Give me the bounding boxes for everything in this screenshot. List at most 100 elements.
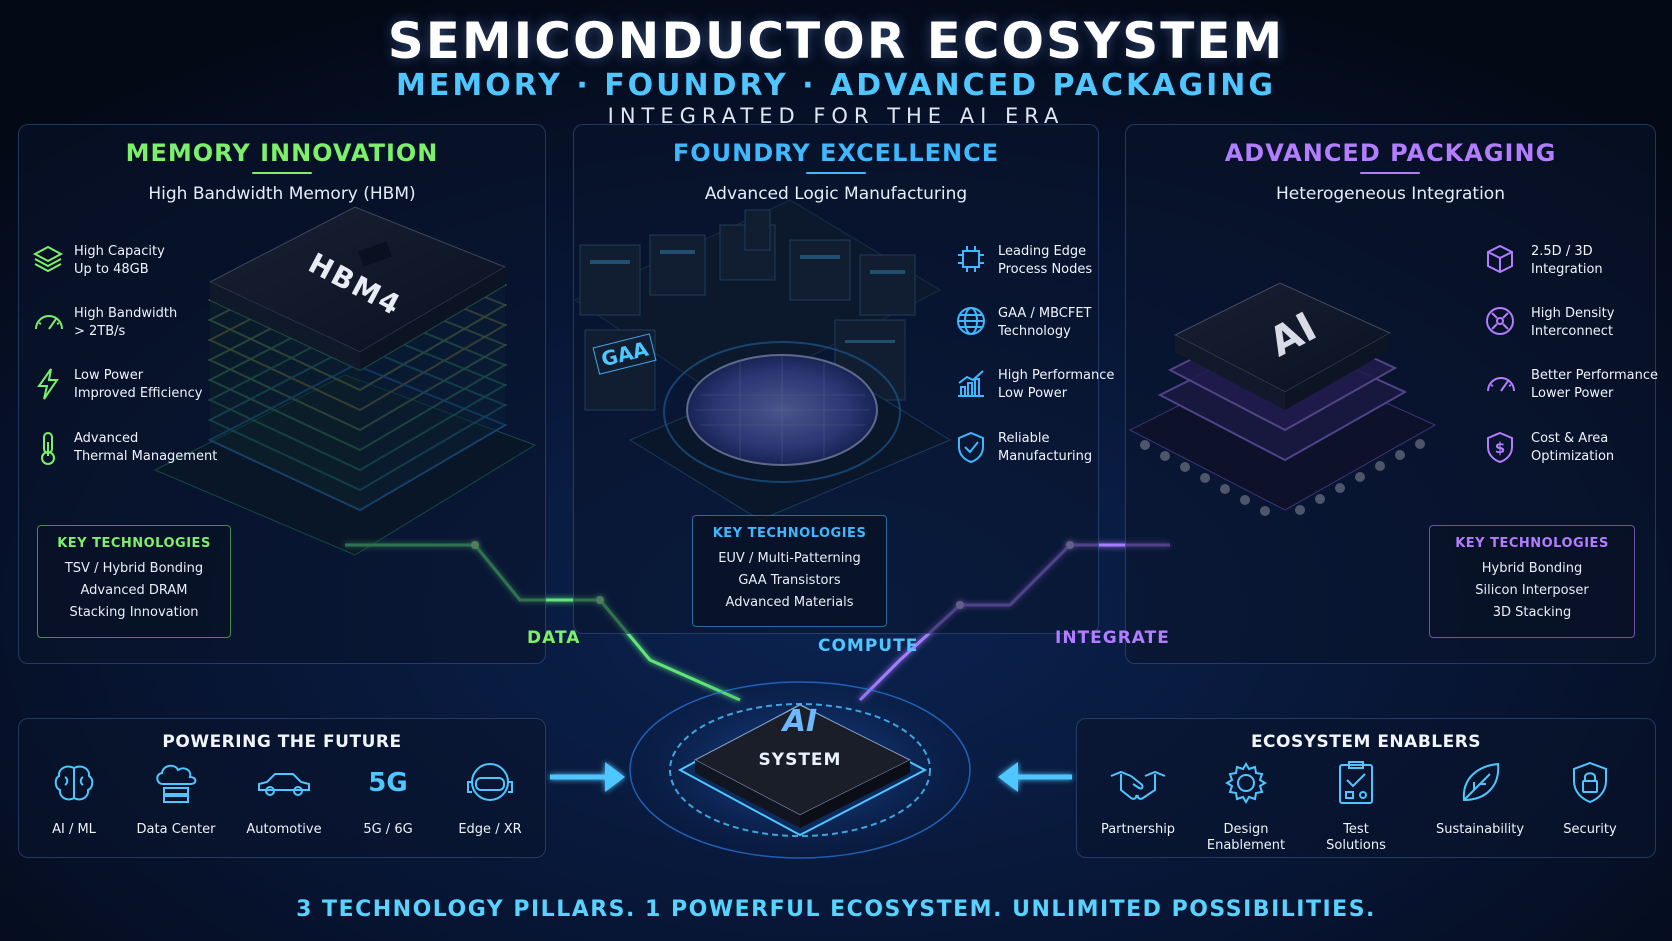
left-arrow-icon <box>550 762 625 792</box>
enabler-label: Sustainability <box>1435 822 1525 837</box>
key-tech-title: KEY TECHNOLOGIES <box>57 536 211 551</box>
powering-item-ai-ml: AI / ML <box>28 760 120 840</box>
layers-icon <box>32 245 64 273</box>
feature-title: Leading Edge <box>998 244 1087 259</box>
handshake-icon <box>1110 770 1166 800</box>
chip-icon <box>958 246 984 272</box>
feature-detail: > 2TB/s <box>74 324 126 339</box>
foundry-key-technologies: KEY TECHNOLOGIES EUV / Multi-Patterning … <box>692 515 887 627</box>
hub-logo: AI <box>782 704 818 739</box>
powering-label: 5G / 6G <box>363 822 413 837</box>
feature-detail: Improved Efficiency <box>74 386 203 401</box>
powering-panel: POWERING THE FUTURE <box>18 718 546 858</box>
footer-tagline: 3 TECHNOLOGY PILLARS. 1 POWERFUL ECOSYST… <box>296 897 1376 922</box>
dollar-icon: $ <box>1487 431 1513 464</box>
feature-title: Reliable <box>998 431 1050 446</box>
foundry-title: FOUNDRY EXCELLENCE <box>672 139 1000 167</box>
packaging-subtitle: Heterogeneous Integration <box>1276 184 1505 204</box>
5g-icon: 5G <box>368 768 408 798</box>
integrate-flow-label: INTEGRATE <box>1055 628 1170 648</box>
packaging-panel <box>1125 124 1656 664</box>
powering-label: AI / ML <box>52 822 96 837</box>
svg-text:$: $ <box>1495 439 1505 457</box>
memory-key-technologies: KEY TECHNOLOGIES TSV / Hybrid Bonding Ad… <box>37 525 231 638</box>
key-tech-item: Silicon Interposer <box>1475 583 1589 598</box>
key-tech-title: KEY TECHNOLOGIES <box>712 526 867 541</box>
key-tech-item: Advanced Materials <box>725 595 854 610</box>
key-tech-item: GAA Transistors <box>738 573 841 588</box>
enabler-item-security: Security <box>1540 760 1640 852</box>
packaging-key-technologies: KEY TECHNOLOGIES Hybrid Bonding Silicon … <box>1429 525 1635 638</box>
leaf-icon <box>1462 762 1500 802</box>
shield-lock-icon <box>1573 761 1607 804</box>
clipboard-check-icon <box>1339 761 1373 804</box>
speedometer-icon <box>35 315 63 330</box>
feature-title: High Capacity <box>74 244 165 259</box>
brain-icon <box>54 765 94 801</box>
packaging-title: ADVANCED PACKAGING <box>1224 139 1557 167</box>
key-tech-item: TSV / Hybrid Bonding <box>64 561 204 576</box>
feature-detail: Manufacturing <box>998 449 1093 464</box>
car-icon <box>258 773 310 796</box>
foundry-subtitle: Advanced Logic Manufacturing <box>704 184 968 204</box>
gear-icon <box>1225 762 1267 804</box>
feature-detail: Interconnect <box>1531 324 1614 339</box>
feature-title: Advanced <box>74 431 139 446</box>
powering-label: Data Center <box>136 822 216 837</box>
feature-detail: Integration <box>1531 262 1603 277</box>
feature-title: Low Power <box>74 368 144 383</box>
enablers-panel: ECOSYSTEM ENABLERS <box>1076 718 1656 858</box>
feature-detail: Thermal Management <box>74 449 218 464</box>
packaging-title-underline <box>1360 172 1420 174</box>
globe-grid-icon <box>957 307 985 335</box>
feature-title: High Density <box>1531 306 1615 321</box>
chart-rising-icon <box>958 370 984 397</box>
powering-label: Automotive <box>246 822 322 837</box>
right-arrow-icon <box>998 762 1072 792</box>
feature-detail: Low Power <box>998 386 1068 401</box>
foundry-title-underline <box>806 172 866 174</box>
enabler-label: Partnership <box>1100 822 1176 837</box>
powering-label: Edge / XR <box>458 822 522 837</box>
powering-item-edge-xr: Edge / XR <box>444 760 536 840</box>
vr-headset-icon <box>467 763 513 801</box>
enabler-item-partnership: Partnership <box>1088 760 1188 852</box>
feature-detail: Technology <box>998 324 1071 339</box>
powering-title: POWERING THE FUTURE <box>162 732 402 752</box>
key-tech-item: EUV / Multi-Patterning <box>718 551 861 566</box>
feature-detail: Optimization <box>1531 449 1615 464</box>
gauge-icon <box>1487 377 1515 392</box>
shield-check-icon <box>958 431 984 464</box>
key-tech-title: KEY TECHNOLOGIES <box>1455 536 1609 551</box>
key-tech-item: Stacking Innovation <box>69 605 199 620</box>
data-flow-label: DATA <box>527 628 581 648</box>
page-title: SEMICONDUCTOR ECOSYSTEM <box>387 12 1285 70</box>
feature-title: High Performance <box>998 368 1115 383</box>
thermometer-icon <box>41 432 55 465</box>
enabler-item-sustainability: Sustainability <box>1430 760 1530 852</box>
cube-icon <box>1487 244 1513 274</box>
compute-flow-label: COMPUTE <box>818 636 919 656</box>
ai-system-hub <box>610 670 990 870</box>
feature-title: Cost & Area <box>1531 431 1609 446</box>
lightning-icon <box>37 368 59 400</box>
hub-label: SYSTEM <box>758 750 842 770</box>
powering-item-automotive: Automotive <box>238 760 330 840</box>
feature-title: GAA / MBCFET <box>998 306 1092 321</box>
page-subtitle: MEMORY · FOUNDRY · ADVANCED PACKAGING <box>396 68 1276 103</box>
feature-detail: Up to 48GB <box>74 262 149 277</box>
key-tech-item: Hybrid Bonding <box>1481 561 1583 576</box>
cloud-server-icon <box>156 764 197 803</box>
feature-title: 2.5D / 3D <box>1531 244 1593 259</box>
powering-item-5g: 5G 5G / 6G <box>342 760 434 840</box>
memory-title-underline <box>252 172 312 174</box>
enabler-label: Security <box>1563 822 1617 837</box>
powering-item-data-center: Data Center <box>130 760 222 840</box>
feature-title: Better Performance <box>1531 368 1658 383</box>
feature-title: High Bandwidth <box>74 306 178 321</box>
key-tech-item: Advanced DRAM <box>80 583 188 598</box>
